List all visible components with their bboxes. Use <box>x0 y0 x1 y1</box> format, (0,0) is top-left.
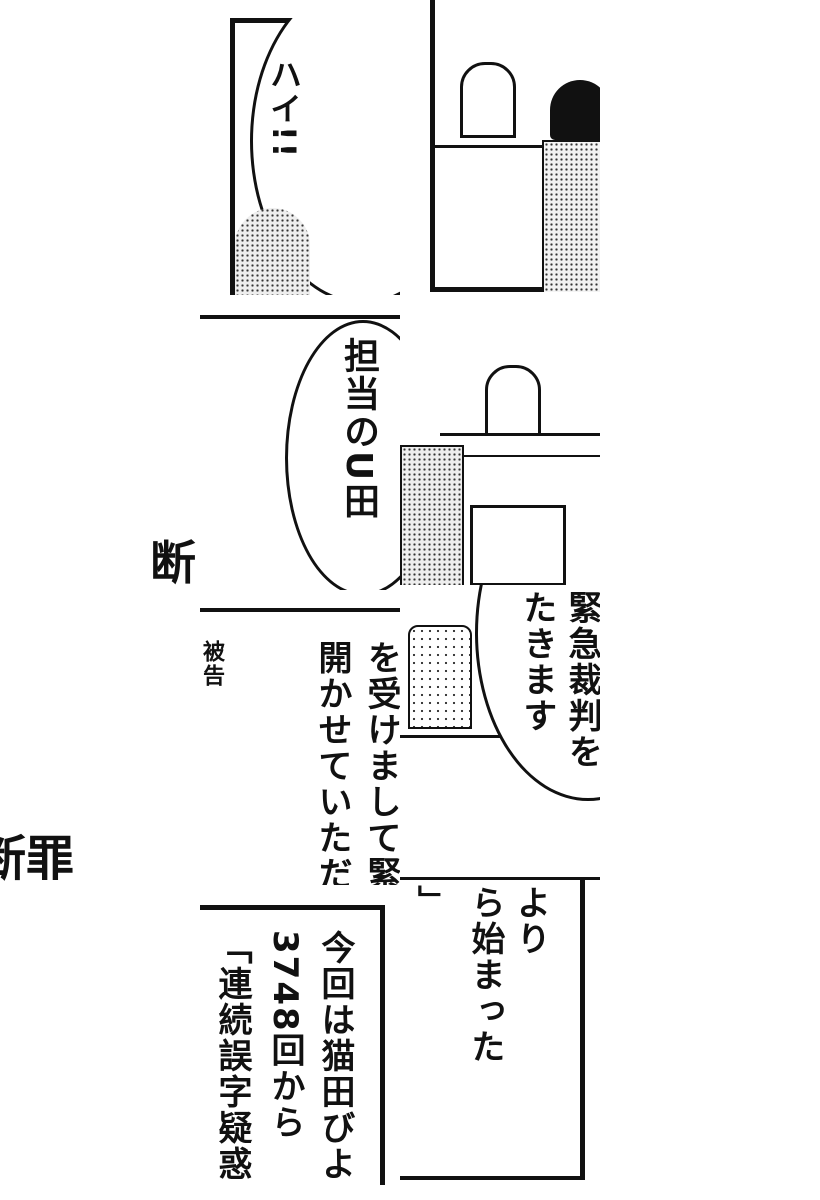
panel-kinkyu: 緊急裁判を たきます <box>400 585 600 880</box>
bench-edge <box>440 455 600 457</box>
narration-line1: より <box>510 885 550 957</box>
panel-hajimatta: 」 より ら始まった <box>400 880 585 1180</box>
window-arch <box>485 365 541 436</box>
speech-text: 担当のU田 <box>338 337 379 521</box>
speech-text-fragment: 被告 <box>200 640 224 688</box>
panel-border <box>430 0 600 292</box>
sfx-danzai-left: 断罪 <box>0 831 75 887</box>
panel-border-right <box>580 880 585 1180</box>
panel-ukemashite: 被告 を受けまして緊 開かせていただ <box>200 600 400 885</box>
narration-line2: 3748回から <box>265 930 305 1141</box>
panel-border <box>400 877 600 880</box>
speech-bubble <box>285 320 400 590</box>
panel-courtroom <box>400 295 600 585</box>
panel-hai: ハイ!! <box>230 18 400 295</box>
character-body <box>542 140 600 292</box>
narration-bracket: 」 <box>412 885 447 917</box>
panel-tantou: 担当のU田 <box>200 315 400 590</box>
narration-line2: ら始まった <box>465 885 505 1065</box>
panel-konkai: 今回は猫田びよ 3748回から 「連続誤字疑惑 <box>200 885 400 1185</box>
speech-text-line2: たきます <box>517 590 557 734</box>
defendant-body <box>400 445 464 585</box>
sfx-danzai-fragment: 断 <box>150 536 196 590</box>
speech-text-line1: 緊急裁判を <box>562 590 600 770</box>
narration-line3: 「連続誤字疑惑 <box>212 930 252 1182</box>
character-hair <box>235 208 310 295</box>
character-head <box>550 80 600 140</box>
panel-character-back <box>430 0 600 292</box>
panel-border <box>200 315 400 319</box>
speech-text: ハイ!! <box>265 58 303 160</box>
panel-border <box>200 905 385 1185</box>
desk-edge <box>435 145 600 148</box>
speech-text-line1: を受けまして緊 <box>361 640 400 885</box>
speech-text-line2: 開かせていただ <box>312 640 352 885</box>
narration-line1: 今回は猫田びよ <box>315 930 355 1182</box>
panel-border <box>200 608 400 612</box>
panel-border-bottom <box>400 1176 585 1180</box>
window-arch <box>460 62 516 138</box>
desk <box>470 505 566 585</box>
judge-chair <box>408 625 472 729</box>
bench-edge <box>440 433 600 436</box>
